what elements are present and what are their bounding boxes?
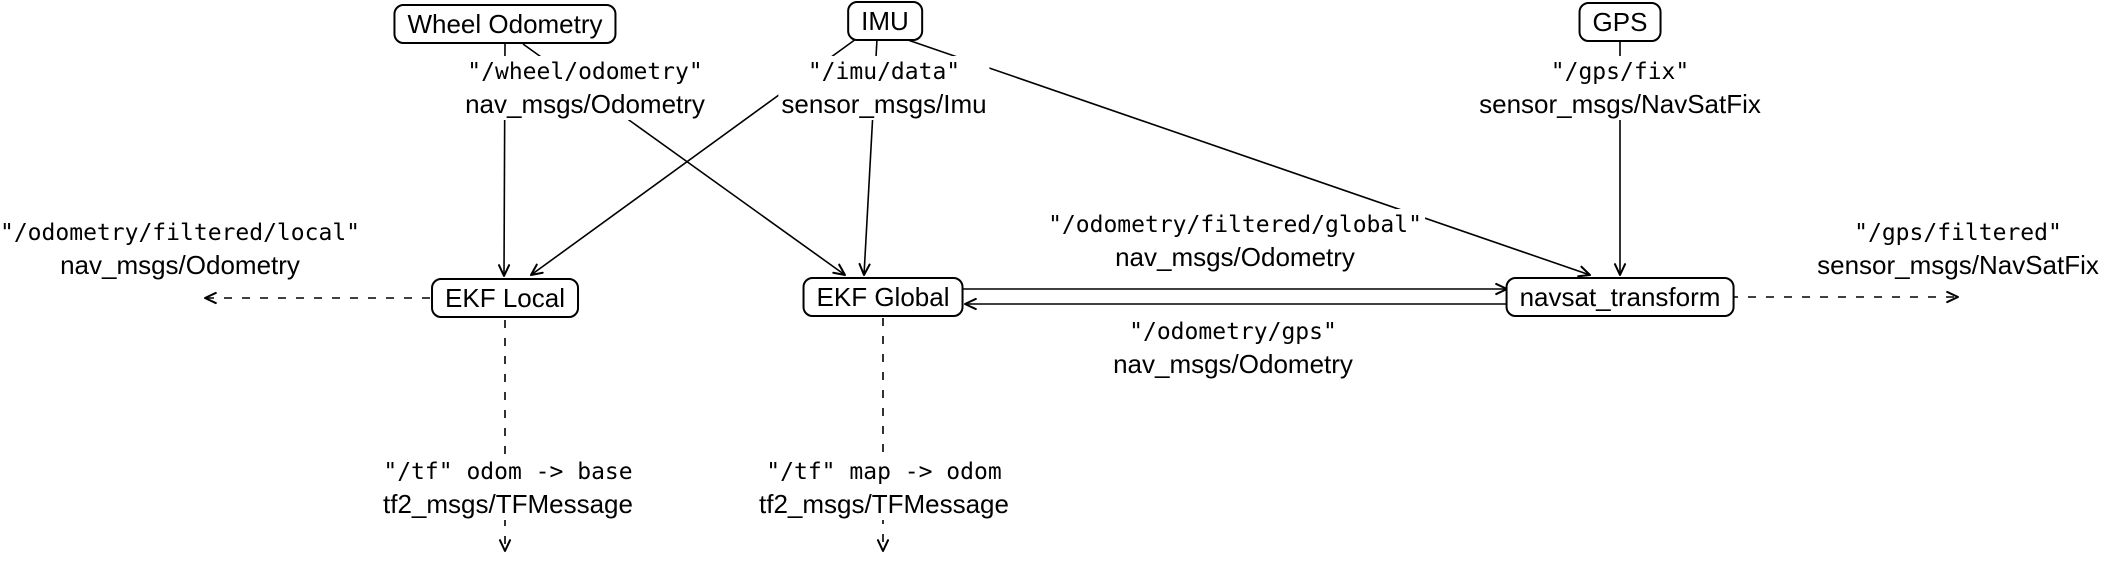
topic-label-imu-data: "/imu/data" sensor_msgs/Imu (778, 56, 990, 120)
message-type: sensor_msgs/NavSatFix (1479, 89, 1761, 119)
node-ekf-global: EKF Global (802, 277, 964, 317)
node-ekf-local: EKF Local (431, 278, 579, 318)
message-type: nav_msgs/Odometry (1115, 242, 1355, 272)
message-type: sensor_msgs/NavSatFix (1817, 250, 2099, 280)
topic-label-gps-fix: "/gps/fix" sensor_msgs/NavSatFix (1476, 56, 1764, 120)
topic-label-odometry-filtered-global: "/odometry/filtered/global" nav_msgs/Odo… (1045, 209, 1425, 273)
message-type: nav_msgs/Odometry (1113, 349, 1353, 379)
topic-name: "/wheel/odometry" (467, 59, 703, 85)
topic-label-tf-map-odom: "/tf" map -> odom tf2_msgs/TFMessage (756, 456, 1012, 520)
topic-name: "/tf" map -> odom (766, 459, 1002, 485)
node-navsat-transform: navsat_transform (1505, 277, 1735, 317)
edge-imu-to-navsat-transform (904, 38, 1592, 278)
topic-label-odometry-filtered-local: "/odometry/filtered/local" nav_msgs/Odom… (0, 217, 364, 281)
message-type: nav_msgs/Odometry (465, 89, 705, 119)
topic-name: "/odometry/gps" (1129, 319, 1337, 345)
topic-name: "/gps/filtered" (1854, 220, 2062, 246)
topic-name: "/odometry/filtered/global" (1048, 212, 1422, 238)
topic-name: "/tf" odom -> base (383, 459, 633, 485)
topic-name: "/gps/fix" (1550, 59, 1690, 85)
topic-label-tf-odom-base: "/tf" odom -> base tf2_msgs/TFMessage (380, 456, 636, 520)
node-imu: IMU (847, 1, 923, 41)
topic-label-odometry-gps: "/odometry/gps" nav_msgs/Odometry (1110, 316, 1356, 380)
message-type: sensor_msgs/Imu (781, 89, 987, 119)
topic-label-gps-filtered: "/gps/filtered" sensor_msgs/NavSatFix (1814, 217, 2102, 281)
message-type: tf2_msgs/TFMessage (759, 489, 1009, 519)
message-type: nav_msgs/Odometry (60, 250, 300, 280)
node-wheel-odometry: Wheel Odometry (393, 4, 617, 44)
topic-name: "/odometry/filtered/local" (0, 220, 361, 246)
message-type: tf2_msgs/TFMessage (383, 489, 633, 519)
topic-name: "/imu/data" (807, 59, 961, 85)
topic-label-wheel-odometry: "/wheel/odometry" nav_msgs/Odometry (462, 56, 708, 120)
node-gps: GPS (1578, 2, 1662, 42)
